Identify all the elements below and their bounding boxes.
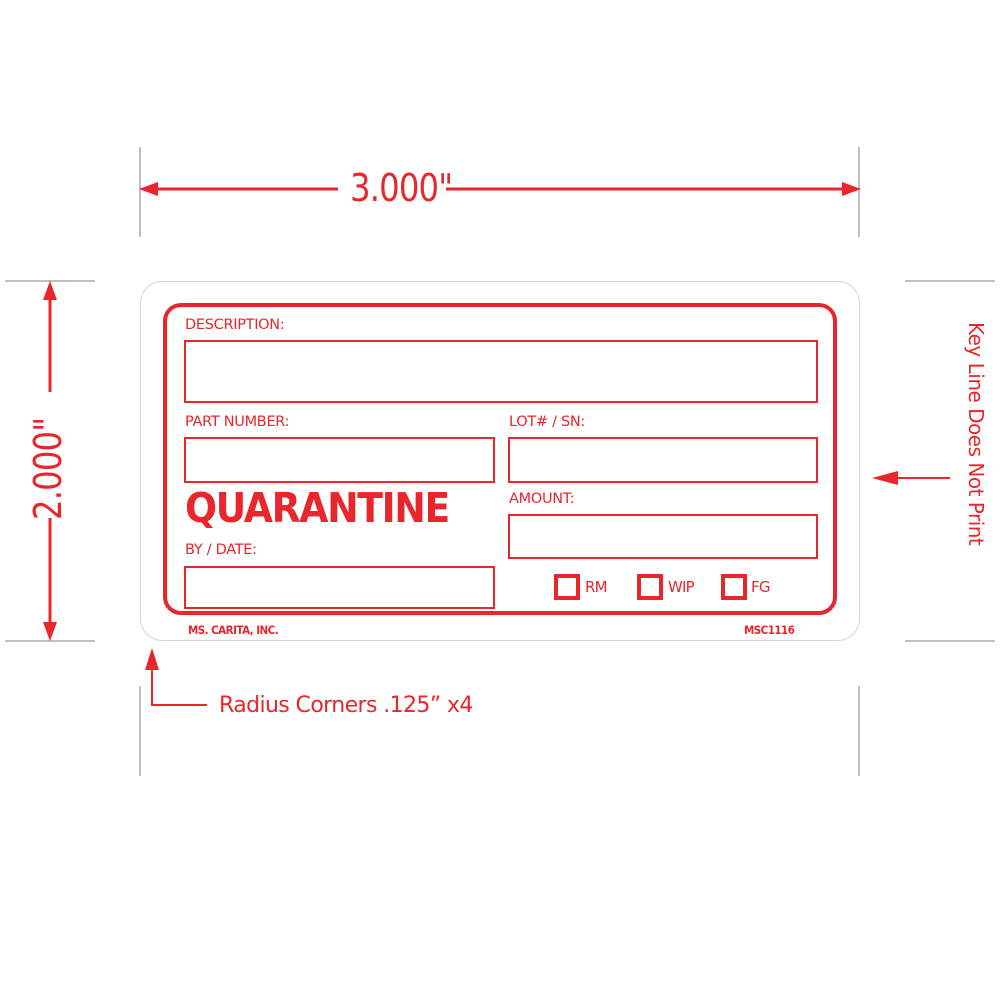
fg-label: FG (751, 578, 770, 596)
by-date-label: BY / DATE: (185, 542, 257, 558)
part-code: MSC1116 (744, 623, 795, 637)
label-red-border (163, 303, 837, 615)
rm-checkbox[interactable] (554, 574, 580, 600)
height-dimension-label: 2.000" (26, 417, 70, 520)
description-field[interactable] (184, 340, 818, 403)
radius-corners-note: Radius Corners .125” x4 (219, 693, 473, 718)
fg-checkbox[interactable] (721, 574, 747, 600)
quarantine-title: QUARANTINE (185, 484, 450, 532)
width-dimension-label: 3.000" (350, 166, 453, 210)
part-number-field[interactable] (184, 437, 495, 483)
by-date-field[interactable] (184, 566, 495, 609)
description-label: DESCRIPTION: (185, 317, 285, 333)
wip-label: WIP (668, 578, 695, 596)
wip-checkbox[interactable] (637, 574, 663, 600)
amount-field[interactable] (508, 514, 818, 559)
amount-label: AMOUNT: (509, 491, 575, 507)
part-number-label: PART NUMBER: (185, 414, 290, 430)
lot-sn-field[interactable] (508, 437, 818, 483)
key-line-note: Key Line Does Not Print (964, 322, 988, 546)
lot-sn-label: LOT# / SN: (509, 414, 586, 430)
company-name: MS. CARITA, INC. (188, 623, 279, 637)
rm-label: RM (585, 578, 608, 596)
